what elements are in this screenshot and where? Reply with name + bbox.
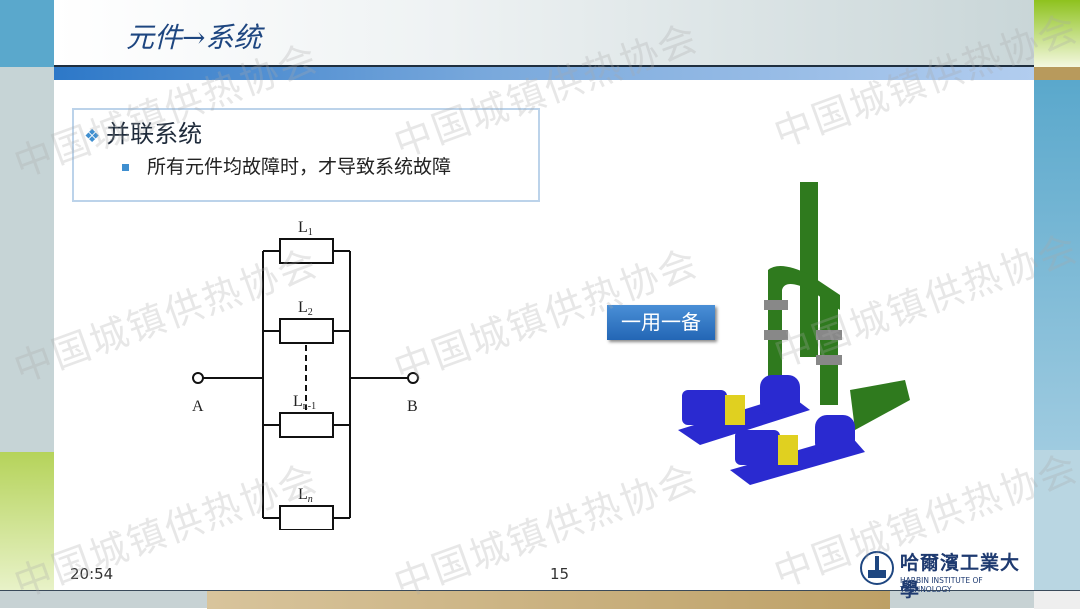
svg-text:Ln: Ln (298, 486, 313, 505)
component-l2 (263, 318, 350, 344)
hit-logo: 哈爾濱工業大學 HARBIN INSTITUTE OF TECHNOLOGY (858, 548, 1034, 601)
footer-band (0, 590, 1080, 609)
pump-system-illustration (678, 182, 910, 485)
right-decor-strip (1034, 0, 1080, 608)
l2-label: L (298, 299, 308, 316)
square-bullet-icon (122, 164, 129, 171)
terminal-b-label: B (407, 398, 418, 415)
svg-text:Ln-1: Ln-1 (293, 393, 316, 412)
ln1-sub: n-1 (303, 401, 316, 412)
hit-logo-english: HARBIN INSTITUTE OF TECHNOLOGY (900, 576, 983, 594)
svg-text:L1: L1 (298, 219, 313, 238)
hit-emblem-icon (860, 551, 894, 585)
component-l1 (263, 238, 350, 264)
slide-time: 20:54 (70, 565, 114, 583)
page-number: 15 (550, 565, 570, 583)
l2-sub: 2 (308, 307, 313, 318)
hit-logo-chinese: 哈爾濱工業大學 (900, 552, 1021, 601)
component-ln (263, 505, 350, 530)
heading-parallel-system: ❖并联系统 (84, 114, 202, 149)
header-band (54, 0, 1034, 67)
parallel-circuit-diagram: A B L1 L2 Ln-1 Ln (192, 219, 419, 530)
ln1-label: L (293, 393, 303, 410)
watermark-text: 中国城镇供热协会 (388, 455, 705, 607)
terminal-a-node (192, 372, 204, 384)
l1-sub: 1 (308, 227, 313, 238)
slide-title: 元件→系统 (126, 21, 262, 54)
component-ln-1 (263, 412, 350, 438)
bullet-item: 所有元件均故障时，才导致系统故障 (122, 152, 451, 179)
terminal-a-label: A (192, 398, 204, 415)
ln-sub: n (308, 494, 313, 505)
content-box (72, 108, 540, 202)
title-underline-bar (54, 67, 1034, 80)
diamond-bullet-icon: ❖ (84, 126, 101, 147)
terminal-b-node (407, 372, 419, 384)
svg-text:L2: L2 (298, 299, 313, 318)
bullet-text: 所有元件均故障时，才导致系统故障 (147, 156, 452, 178)
l1-label: L (298, 219, 308, 236)
standby-badge: 一用一备 (607, 305, 715, 340)
heading-text: 并联系统 (106, 120, 203, 148)
left-decor-strip (0, 0, 54, 608)
ln-label: L (298, 486, 308, 503)
